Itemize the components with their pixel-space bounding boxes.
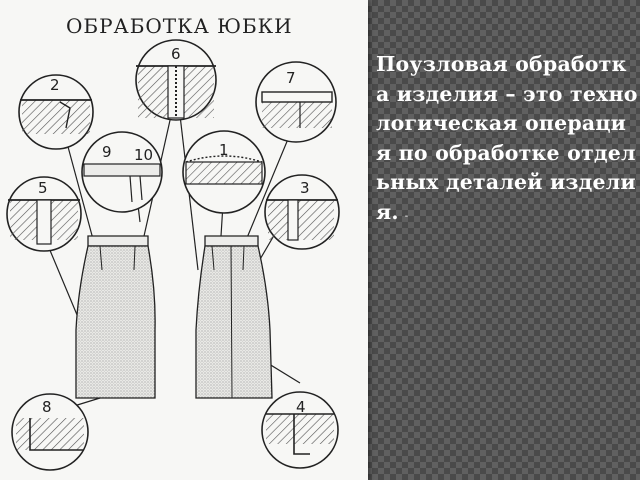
right-skirt — [195, 235, 273, 399]
detail-circle-9-10 — [81, 131, 163, 213]
detail-circle-3 — [264, 174, 340, 250]
skirt-processing-figure: ОБРАБОТКА ЮБКИ — [0, 0, 368, 480]
callout-number-4: 4 — [296, 398, 306, 416]
detail-circle-6 — [135, 39, 217, 121]
callout-number-10: 10 — [134, 146, 153, 164]
detail-circle-5 — [6, 176, 82, 252]
figure-drawing: ОБРАБОТКА ЮБКИ — [6, 14, 340, 471]
callout-number-8: 8 — [42, 398, 52, 416]
callout-number-9: 9 — [102, 143, 112, 161]
trailing-mark: - — [404, 210, 409, 222]
callout-number-3: 3 — [300, 179, 310, 197]
figure-title: ОБРАБОТКА ЮБКИ — [66, 14, 293, 38]
detail-circle-4 — [261, 391, 339, 469]
callout-number-6: 6 — [171, 45, 181, 63]
detail-circle-8 — [11, 393, 89, 471]
detail-circle-2 — [18, 74, 94, 150]
definition-block: Поузловая обработка изделия – это технол… — [376, 50, 638, 231]
callout-number-1: 1 — [219, 141, 229, 159]
definition-text: Поузловая обработка изделия – это технол… — [376, 52, 638, 224]
detail-circle-7 — [255, 61, 337, 143]
left-skirt — [75, 235, 156, 399]
callout-number-7: 7 — [286, 69, 296, 87]
detail-circle-1 — [182, 130, 266, 214]
callout-number-2: 2 — [50, 76, 60, 94]
callout-number-5: 5 — [38, 179, 48, 197]
